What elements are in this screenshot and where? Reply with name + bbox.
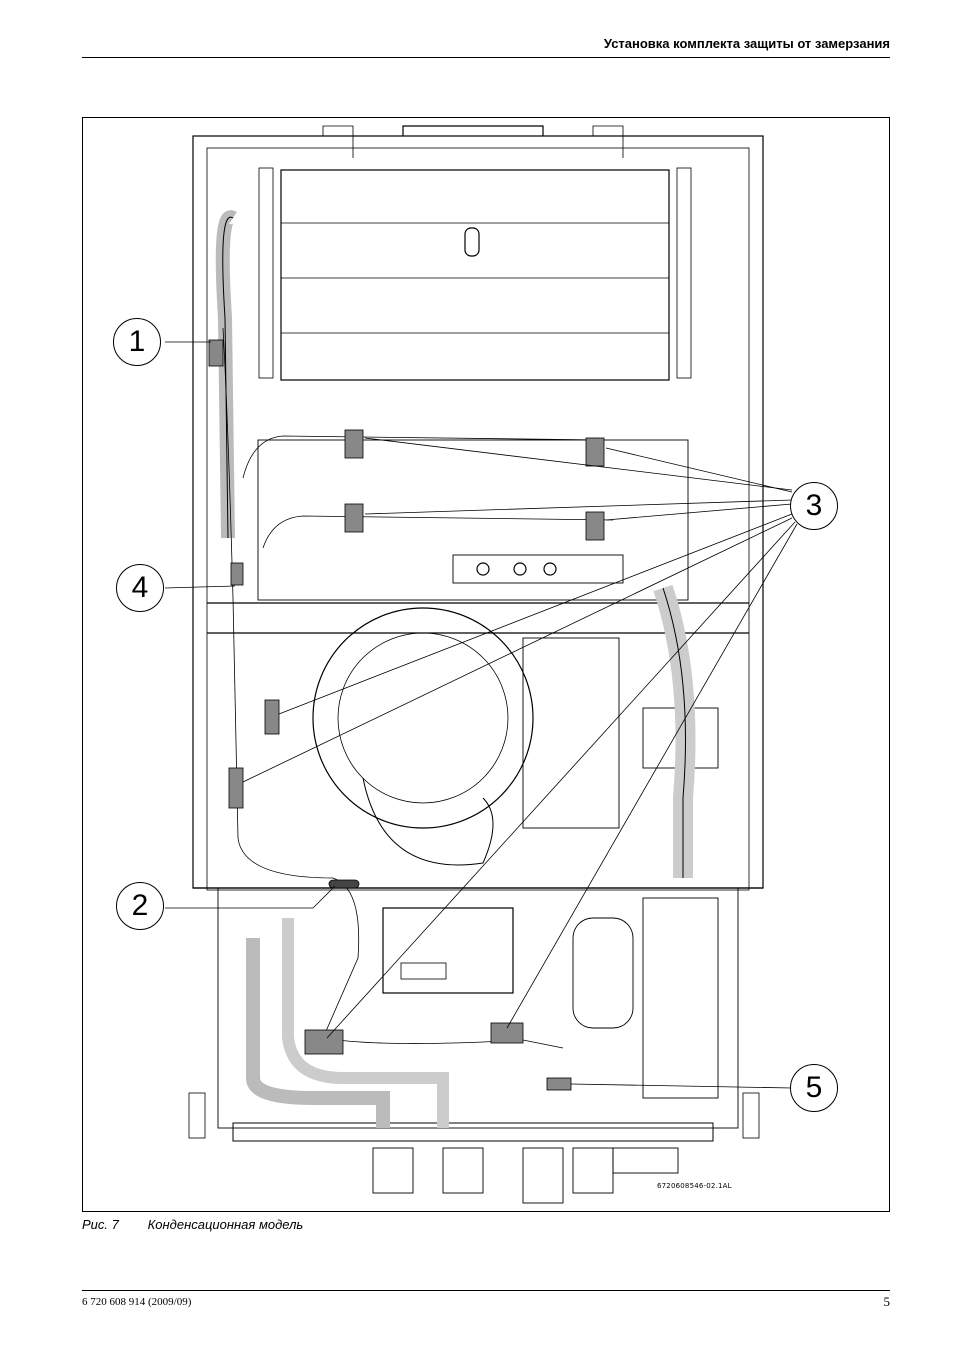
callout-2: 2 — [116, 882, 164, 930]
callout-1: 1 — [113, 318, 161, 366]
boiler-schematic — [164, 125, 798, 1204]
footer-rule — [82, 1290, 890, 1291]
fan-housing — [312, 607, 534, 829]
header-rule — [82, 57, 890, 58]
figure-frame: 1 2 3 4 5 6720608546-02.1AL — [82, 117, 890, 1212]
figure-caption: Рис. 7 Конденсационная модель — [82, 1217, 303, 1232]
footer-page-number: 5 — [883, 1294, 891, 1309]
callout-4: 4 — [116, 564, 164, 612]
figure-caption-text: Конденсационная модель — [147, 1217, 304, 1232]
callout-3: 3 — [790, 482, 838, 530]
drawing-code: 6720608546-02.1AL — [657, 1182, 732, 1190]
page-header-title: Установка комплекта защиты от замерзания — [603, 36, 890, 51]
figure-caption-number: Рис. 7 — [82, 1217, 119, 1232]
heat-exchanger — [280, 169, 670, 381]
footer-doc-id: 6 720 608 914 (2009/09) — [82, 1296, 192, 1308]
gas-valve — [382, 907, 514, 994]
callout-5: 5 — [790, 1064, 838, 1112]
